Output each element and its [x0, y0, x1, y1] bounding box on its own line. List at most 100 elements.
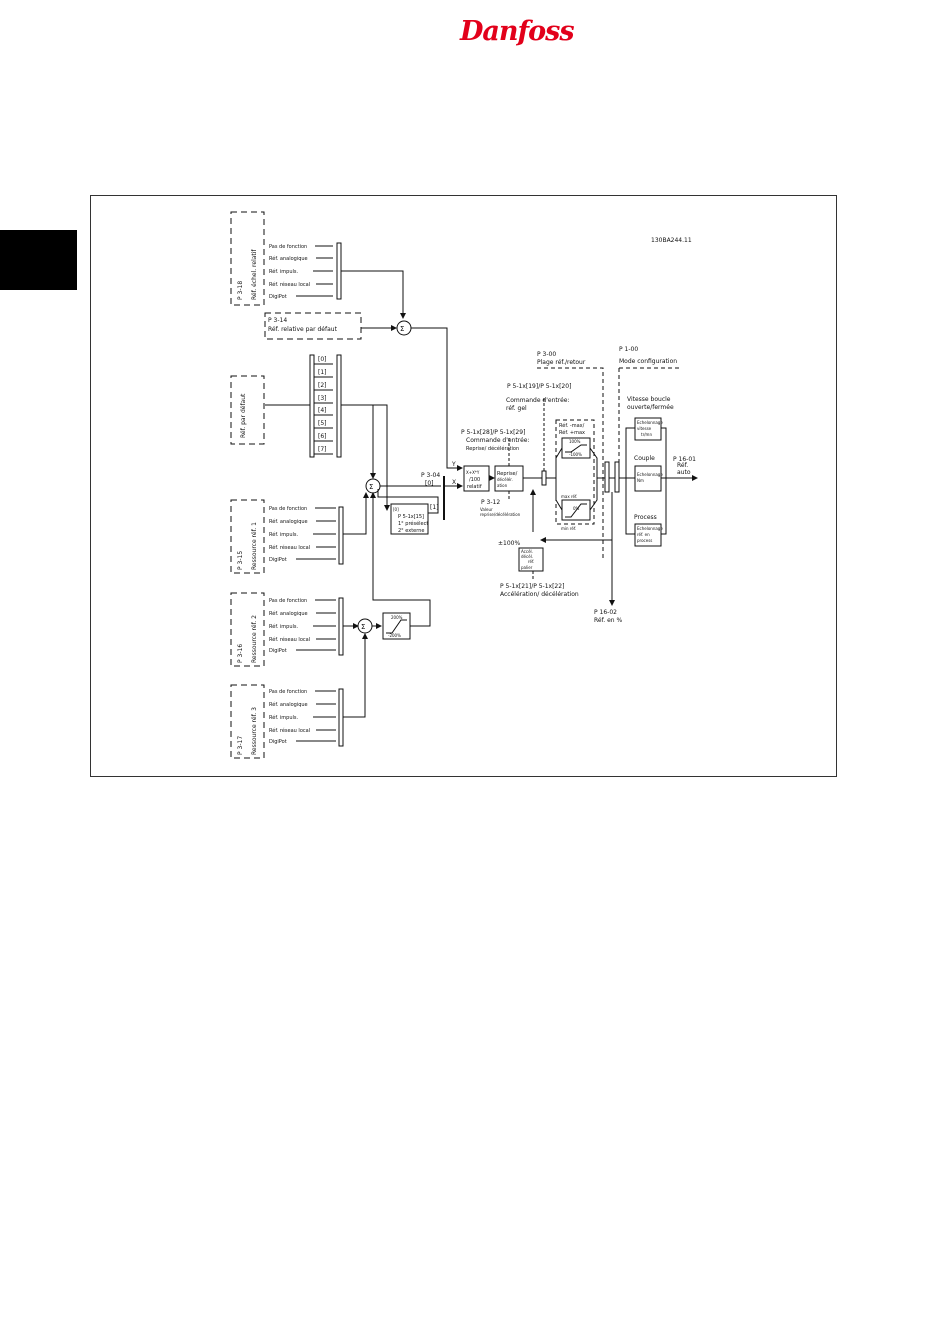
ref-range-param: P 3-00	[537, 351, 556, 358]
svg-text:Valeur: Valeur	[480, 507, 493, 512]
config-switch	[614, 461, 620, 493]
svg-text:max réf.: max réf.	[561, 494, 577, 499]
svg-text:Commande d'entrée:: Commande d'entrée:	[506, 397, 569, 404]
switch-304-param: P 3-04	[421, 472, 440, 479]
preset-list: [0] [1] [2] [3] [4] [5] [6] [7]	[309, 354, 342, 458]
option-label: Réf. réseau local	[269, 727, 310, 734]
ref-pct-label: Réf. en %	[594, 617, 622, 624]
svg-text:P 5-1x[15]: P 5-1x[15]	[398, 514, 424, 520]
catchup-title: P 5-1x[28]/P 5-1x[29]	[461, 429, 525, 436]
catchup-box	[494, 465, 524, 492]
svg-text:Echelonnage: Echelonnage	[637, 420, 663, 425]
freeze-title: P 5-1x[19]/P 5-1x[20]	[507, 383, 571, 390]
switch-304-pos1: [1]	[430, 504, 439, 511]
ramp-box	[518, 547, 544, 572]
option-label: Réf. analogique	[269, 610, 308, 617]
svg-text:/100: /100	[469, 477, 480, 483]
svg-text:tr/mn: tr/mn	[641, 432, 652, 437]
svg-text:[0]: [0]	[393, 507, 399, 512]
preset-item: [7]	[318, 446, 327, 453]
preset-item: [4]	[318, 407, 327, 414]
default-relative-param: P 3-14	[268, 317, 287, 324]
option-label: Réf. analogique	[269, 518, 308, 525]
ref-pct-param: P 16-02	[594, 609, 617, 616]
svg-text:Nm: Nm	[637, 478, 644, 483]
ramp-title: P 5-1x[21]/P 5-1x[22]	[500, 583, 564, 590]
preset-item: [5]	[318, 420, 327, 427]
group-res1-options: Pas de fonction Réf. analogique Réf. imp…	[269, 506, 344, 565]
default-relative-label: Réf. relative par défaut	[268, 326, 338, 333]
option-label: Réf. réseau local	[269, 281, 310, 288]
preset-box	[230, 375, 265, 445]
group-relative-options: Pas de fonction Réf. analogique Réf. imp…	[269, 242, 342, 300]
option-label: Réf. analogique	[269, 701, 308, 708]
svg-text:P 3-16: P 3-16	[237, 644, 244, 663]
preset-select-box	[390, 503, 429, 535]
config-param: P 1-00	[619, 346, 638, 353]
option-label: Pas de fonction	[269, 506, 307, 512]
preset-item: [0]	[318, 356, 327, 363]
option-label: Réf. impuls.	[269, 714, 298, 721]
svg-text:ouverte/fermée: ouverte/fermée	[627, 404, 674, 411]
ramp-pct: ±100%	[498, 540, 520, 547]
process-title: Process	[634, 514, 657, 521]
svg-text:réf.: réf.	[528, 559, 534, 564]
option-label: Réf. impuls.	[269, 623, 298, 630]
xy-y: Y	[451, 461, 456, 468]
diagram-frame	[90, 195, 837, 777]
svg-text:Réf. -max/: Réf. -max/	[559, 422, 585, 429]
option-label: DigiPot	[269, 739, 287, 745]
preset-item: [6]	[318, 433, 327, 440]
svg-text:0%: 0%	[573, 506, 580, 511]
svg-text:-100%: -100%	[569, 452, 582, 457]
process-scaling-box	[634, 523, 662, 547]
option-label: Pas de fonction	[269, 689, 307, 695]
config-label: Mode configuration	[619, 358, 677, 365]
ref-range-label: Plage réf./retour	[537, 359, 586, 366]
option-label: Pas de fonction	[269, 598, 307, 604]
auto-ref-param: P 16-01	[673, 456, 696, 463]
switch-304-pos0: [0]	[425, 480, 434, 487]
svg-text:ation: ation	[497, 483, 508, 488]
svg-text:2° externe: 2° externe	[398, 528, 424, 534]
svg-text:Ressource réf. 1: Ressource réf. 1	[251, 522, 258, 570]
danfoss-logo: Danfoss	[460, 16, 575, 47]
option-label: Réf. réseau local	[269, 544, 310, 551]
svg-text:Ressource réf. 2: Ressource réf. 2	[251, 615, 258, 663]
preset-item: [3]	[318, 395, 327, 402]
option-label: Pas de fonction	[269, 244, 307, 250]
group-relative-title: Réf. échel. relatif	[251, 249, 258, 300]
option-label: DigiPot	[269, 557, 287, 563]
ramp-sub: Accélération/ décélération	[500, 591, 579, 598]
svg-text:P 3-15: P 3-15	[237, 551, 244, 570]
svg-text:Σ: Σ	[400, 325, 404, 333]
svg-text:P 3-17: P 3-17	[237, 736, 244, 755]
group-res2-box	[230, 592, 265, 667]
doc-code: 130BA244.11	[651, 237, 692, 244]
group-res3-box	[230, 684, 265, 759]
option-label: DigiPot	[269, 648, 287, 654]
option-label: DigiPot	[269, 294, 287, 300]
preset-item: [1]	[318, 369, 327, 376]
svg-text:réf. en: réf. en	[637, 532, 650, 537]
svg-text:reprise/décélération: reprise/décélération	[480, 512, 521, 517]
torque-title: Couple	[634, 455, 655, 462]
svg-text:Commande d'entrée:: Commande d'entrée:	[466, 437, 529, 444]
svg-text:Σ: Σ	[361, 623, 365, 631]
svg-text:palier: palier	[521, 565, 533, 570]
group-res1-box	[230, 499, 265, 574]
default-relative-box	[264, 312, 362, 340]
option-label: Réf. impuls.	[269, 531, 298, 538]
option-label: Réf. impuls.	[269, 268, 298, 275]
svg-text:X+X*Y: X+X*Y	[466, 470, 480, 475]
group-res2-options: Pas de fonction Réf. analogique Réf. imp…	[269, 597, 344, 656]
svg-text:min réf.: min réf.	[561, 526, 576, 531]
svg-text:200%: 200%	[391, 615, 403, 620]
svg-text:Accél.: Accél.	[521, 549, 533, 554]
option-label: Réf. analogique	[269, 255, 308, 262]
svg-text:décélér.: décélér.	[497, 477, 513, 482]
xy-x: X	[452, 479, 456, 486]
svg-text:relatif: relatif	[467, 484, 482, 490]
svg-text:Echelonnage: Echelonnage	[637, 526, 663, 531]
